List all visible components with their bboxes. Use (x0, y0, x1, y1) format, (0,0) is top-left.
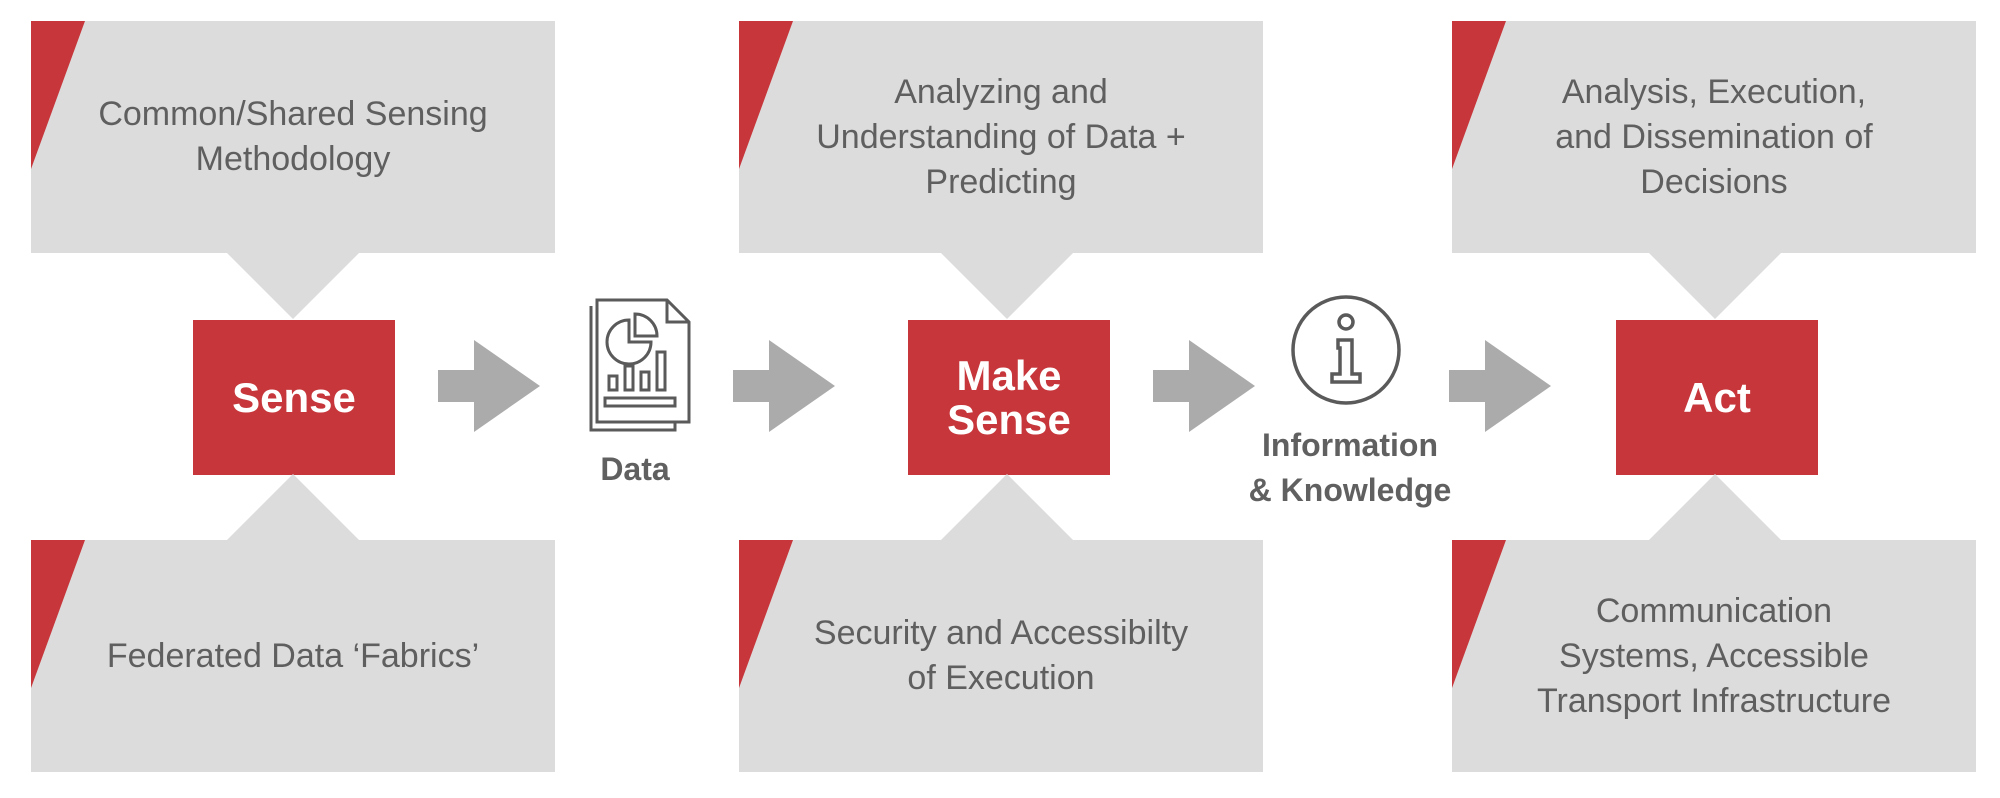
act-stage-box: Act (1616, 320, 1818, 475)
information-knowledge-label: Information & Knowledge (1248, 427, 1452, 508)
act-top-pointer (1649, 253, 1781, 319)
act-top-card: Analysis, Execution, and Dissemination o… (1452, 21, 1976, 253)
sense-top-pointer (227, 253, 359, 319)
sense-stage-box: Sense (193, 320, 395, 475)
flow-arrow (438, 340, 540, 432)
make-sense-stage-label: Make Sense (947, 351, 1071, 443)
flow-arrow (733, 340, 835, 432)
info-circle-icon (1290, 294, 1402, 411)
data-label: Data (600, 451, 670, 487)
act-bottom-pointer (1649, 474, 1781, 540)
make-sense-stage-box: Make Sense (908, 320, 1110, 475)
card-text: Federated Data ‘Fabrics’ (106, 636, 480, 675)
card-text: Security and Accessibilty of Execution (813, 614, 1189, 697)
card-text: Analyzing and Understanding of Data + Pr… (816, 72, 1186, 201)
sense-top-card: Common/Shared Sensing Methodology (31, 21, 555, 253)
card-text: Common/Shared Sensing Methodology (98, 95, 488, 178)
card-text: Analysis, Execution, and Dissemination o… (1555, 72, 1873, 201)
make-sense-top-pointer (941, 253, 1073, 319)
make-sense-bottom-card: Security and Accessibilty of Execution (739, 540, 1263, 772)
sense-bottom-pointer (227, 474, 359, 540)
report-document-icon (583, 298, 691, 437)
flow-arrow (1153, 340, 1255, 432)
act-stage-label: Act (1683, 373, 1751, 421)
flow-arrow (1449, 340, 1551, 432)
make-sense-bottom-pointer (941, 474, 1073, 540)
make-sense-top-card: Analyzing and Understanding of Data + Pr… (739, 21, 1263, 253)
sense-stage-label: Sense (232, 373, 356, 421)
act-bottom-card: Communication Systems, Accessible Transp… (1452, 540, 1976, 772)
sense-bottom-card: Federated Data ‘Fabrics’ (31, 540, 555, 772)
card-text: Communication Systems, Accessible Transp… (1537, 591, 1891, 720)
